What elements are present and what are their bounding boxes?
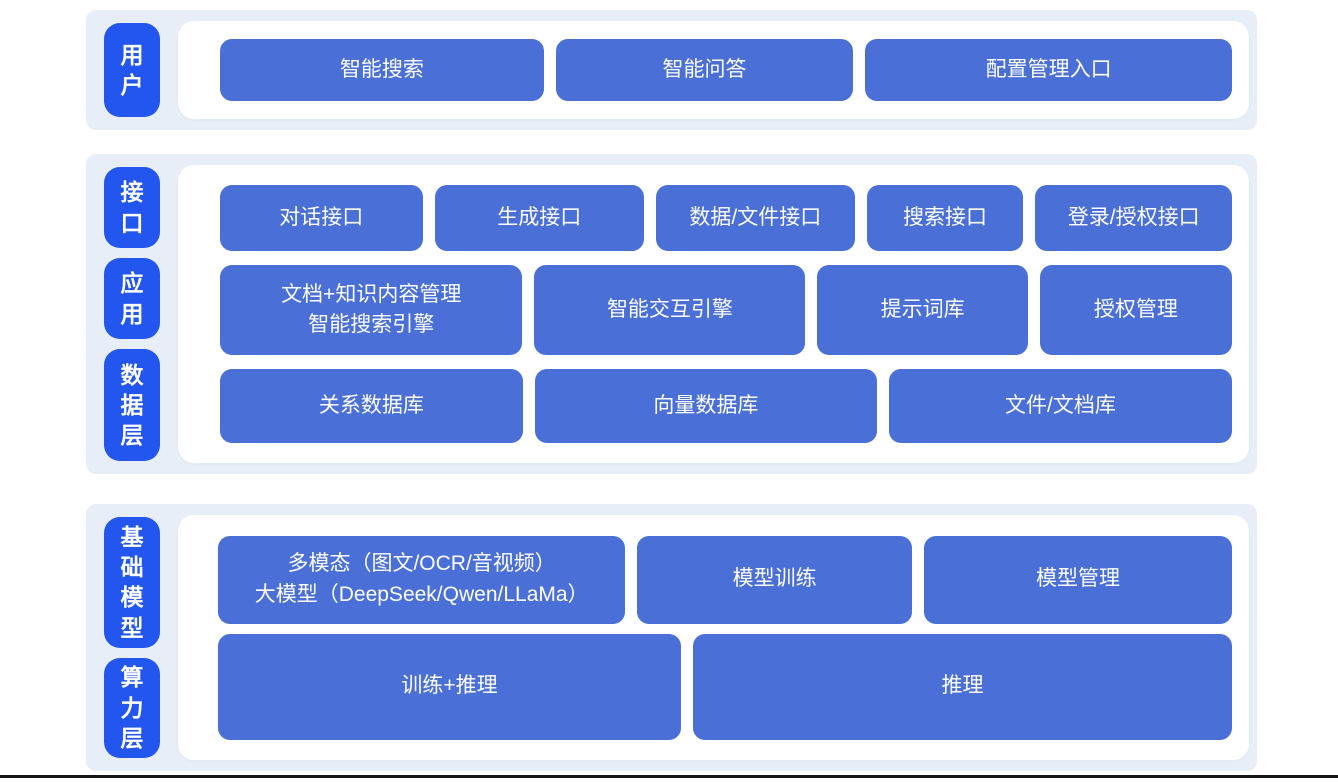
bottom-panel: 多模态（图文/OCR/音视频） 大模型（DeepSeek/Qwen/LLaMa）… [178,515,1249,760]
block-inference: 推理 [692,633,1232,740]
layer-band-model-compute: 基础模型 算力层 多模态（图文/OCR/音视频） 大模型（DeepSeek/Qw… [86,504,1257,771]
layer-label-application-text: 应用 [120,270,144,327]
block-prompt-library: 提示词库 [817,265,1028,355]
bottom-label-column: 基础模型 算力层 [86,515,178,760]
block-doc-knowledge-search-engine: 文档+知识内容管理 智能搜索引擎 [220,265,523,355]
bottom-divider-line [0,775,1338,778]
layer-label-interface: 接口 [104,167,160,249]
layer-label-foundation-model-text: 基础模型 [120,523,144,641]
block-doc-knowledge-line2: 智能搜索引擎 [308,313,435,336]
layer-label-compute-text: 算力层 [120,664,144,752]
block-model-management: 模型管理 [923,535,1232,624]
block-generation-api: 生成接口 [434,185,645,251]
middle-label-column: 接口 应用 数据层 [86,165,178,463]
compute-row: 训练+推理 推理 [218,633,1232,740]
block-smart-qa: 智能问答 [555,39,854,101]
block-file-doc-store: 文件/文档库 [888,369,1232,443]
user-row: 智能搜索 智能问答 配置管理入口 [220,39,1233,101]
block-config-management-entry: 配置管理入口 [865,39,1233,101]
user-panel: 智能搜索 智能问答 配置管理入口 [178,21,1249,119]
interface-row: 对话接口 生成接口 数据/文件接口 搜索接口 登录/授权接口 [220,185,1233,251]
user-label-column: 用户 [86,21,178,119]
layer-label-interface-text: 接口 [120,179,144,236]
block-vector-db: 向量数据库 [534,369,877,443]
layer-label-user-text: 用户 [120,41,144,98]
block-training-inference: 训练+推理 [218,633,681,740]
block-auth-management: 授权管理 [1039,265,1233,355]
layer-band-user: 用户 智能搜索 智能问答 配置管理入口 [86,10,1257,130]
block-login-auth-api: 登录/授权接口 [1035,185,1233,251]
layer-label-data-text: 数据层 [120,361,144,449]
layer-label-data: 数据层 [104,349,160,462]
block-relational-db: 关系数据库 [220,369,523,443]
block-multimodal-llm-line1: 多模态（图文/OCR/音视频） [287,552,556,576]
layer-band-interface-app-data: 接口 应用 数据层 对话接口 生成接口 数据/文件接口 搜索接口 登录/授权接口… [86,154,1257,474]
data-row: 关系数据库 向量数据库 文件/文档库 [220,369,1232,443]
middle-panel: 对话接口 生成接口 数据/文件接口 搜索接口 登录/授权接口 文档+知识内容管理… [178,165,1249,463]
block-dialog-api: 对话接口 [220,185,423,251]
layer-label-user: 用户 [104,23,160,117]
layer-label-compute: 算力层 [104,657,160,759]
block-multimodal-llm: 多模态（图文/OCR/音视频） 大模型（DeepSeek/Qwen/LLaMa） [218,535,626,624]
block-multimodal-llm-line2: 大模型（DeepSeek/Qwen/LLaMa） [254,582,589,606]
model-row: 多模态（图文/OCR/音视频） 大模型（DeepSeek/Qwen/LLaMa）… [218,535,1232,624]
block-model-training: 模型训练 [637,535,912,624]
architecture-diagram: 用户 智能搜索 智能问答 配置管理入口 接口 应用 数据层 对话接口 [86,10,1257,771]
block-search-api: 搜索接口 [866,185,1024,251]
block-smart-search: 智能搜索 [220,39,544,101]
layer-label-foundation-model: 基础模型 [104,517,160,648]
block-interactive-engine: 智能交互引擎 [534,265,806,355]
block-doc-knowledge-line1: 文档+知识内容管理 [281,282,462,306]
application-row: 文档+知识内容管理 智能搜索引擎 智能交互引擎 提示词库 授权管理 [220,265,1233,355]
block-data-file-api: 数据/文件接口 [656,185,855,251]
layer-label-application: 应用 [104,258,160,340]
